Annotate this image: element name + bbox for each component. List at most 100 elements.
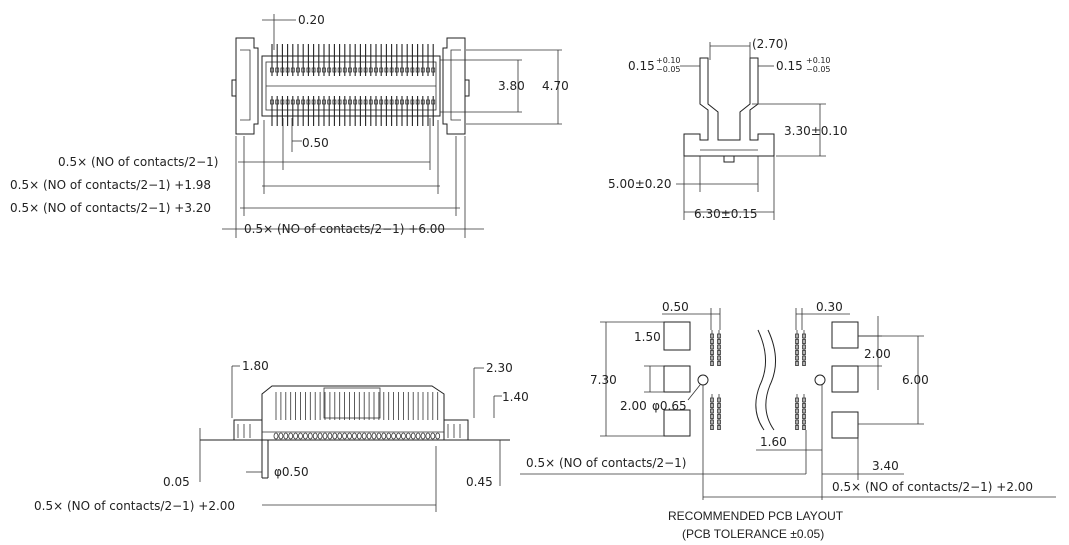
dim-pcb-200-right: 2.00: [864, 347, 891, 361]
front-pin-foot: [435, 432, 441, 440]
pcb-pad-right-bottom: [831, 411, 859, 439]
top-pin-contact-lower: [374, 99, 378, 105]
top-pin-contact-upper: [389, 67, 394, 73]
dim-pcb-phi065: φ0.65: [652, 399, 687, 413]
top-pin-contact-upper: [405, 67, 410, 73]
front-pin-foot: [400, 432, 406, 440]
dim-050: 0.50: [302, 136, 329, 150]
formula-2: 0.5× (NO of contacts/2−1) +1.98: [10, 178, 211, 192]
pcb-caption-title: RECOMMENDED PCB LAYOUT: [668, 509, 844, 523]
top-pin-contact-lower: [290, 99, 295, 105]
formula-1: 0.5× (NO of contacts/2−1): [58, 155, 218, 169]
pcb-hole-left: [697, 374, 709, 386]
top-pin-contact-upper: [275, 67, 280, 73]
front-pin-foot: [273, 432, 279, 440]
top-pin-contact-lower: [342, 99, 347, 105]
tol-right-minus: −0.05: [806, 65, 831, 74]
dim-180: 1.80: [242, 359, 269, 373]
front-pin-foot: [307, 432, 313, 440]
left-end-bracket: [235, 37, 259, 135]
front-pins: [273, 392, 441, 440]
dim-500: 5.00±0.20: [608, 177, 672, 191]
front-pin-foot: [420, 432, 426, 440]
top-pin-contact-lower: [420, 99, 425, 105]
dim-015-left: 0.15: [628, 59, 655, 73]
top-pin-contact-upper: [400, 67, 404, 73]
front-pin-foot: [347, 432, 352, 440]
top-pin-contact-lower: [363, 99, 368, 105]
leader-phi065: [687, 384, 701, 401]
top-pin-contact-upper: [415, 67, 420, 73]
dim-pcb-030: 0.30: [816, 300, 843, 314]
top-pin-contact-upper: [384, 67, 389, 73]
top-pin-contact-lower: [337, 99, 342, 105]
top-pin-contact-upper: [420, 67, 425, 73]
dim-015-right: 0.15: [776, 59, 803, 73]
front-pin-foot: [322, 432, 328, 440]
top-pin-contact-lower: [394, 99, 399, 105]
top-pin-contact-lower: [275, 99, 280, 105]
side-post: [723, 156, 735, 163]
top-pin-contact-upper: [374, 67, 378, 73]
top-pin-contact-upper: [290, 67, 295, 73]
right-bracket-inner: [450, 49, 461, 121]
front-pin-foot: [425, 432, 431, 440]
top-pin-contact-lower: [426, 99, 430, 105]
left-latch: [231, 79, 236, 97]
dim-140: 1.40: [502, 390, 529, 404]
front-pin-foot: [381, 432, 387, 440]
front-pin-foot: [376, 432, 382, 440]
dim-pcb-050: 0.50: [662, 300, 689, 314]
top-pin-contact-lower: [431, 99, 436, 105]
right-latch: [465, 79, 470, 97]
pcb-pad-left-mid: [663, 365, 691, 393]
top-pin-contact-upper: [306, 67, 311, 73]
top-view: 0.20 3.80 4.70 0.50 0.5× (NO of contacts…: [10, 13, 569, 238]
top-pins: [270, 44, 436, 126]
top-pin-contact-upper: [280, 67, 285, 73]
top-pin-contact-upper: [327, 67, 332, 73]
top-pin-contact-lower: [368, 99, 373, 105]
dim-470: 4.70: [542, 79, 569, 93]
top-pin-contact-lower: [415, 99, 420, 105]
pcb-hole-right: [814, 374, 826, 386]
top-pin-contact-upper: [379, 67, 384, 73]
front-pin-foot: [410, 432, 416, 440]
top-pin-contact-lower: [306, 99, 311, 105]
front-pin-foot: [327, 432, 333, 440]
front-pin-foot: [283, 432, 289, 440]
connector-body: [261, 55, 441, 117]
front-pin-foot: [356, 432, 362, 440]
top-pin-contact-lower: [280, 99, 285, 105]
dim-270: (2.70): [752, 37, 788, 51]
top-pin-contact-lower: [410, 99, 415, 105]
front-body: [261, 385, 445, 440]
top-pin-contact-upper: [426, 67, 430, 73]
top-pin-contact-upper: [270, 67, 274, 73]
top-pin-contact-upper: [322, 67, 326, 73]
front-pin-foot: [317, 432, 323, 440]
pcb-pad-right-top: [831, 321, 859, 349]
top-pin-contact-lower: [322, 99, 326, 105]
front-pin-foot: [298, 432, 303, 440]
dim-pcb-160: 1.60: [760, 435, 787, 449]
top-pin-contact-upper: [311, 67, 316, 73]
top-pin-contact-lower: [384, 99, 389, 105]
top-pin-contact-upper: [316, 67, 321, 73]
front-pin-foot: [415, 432, 421, 440]
dim-phi050: φ0.50: [274, 465, 309, 479]
dim-330: 3.30±0.10: [784, 124, 848, 138]
top-pin-contact-lower: [301, 99, 306, 105]
front-view: 1.80 2.30 1.40 0.05 φ0.50 0.45 0.5× (NO …: [34, 359, 529, 513]
top-pin-contact-upper: [431, 67, 436, 73]
front-center-block: [323, 387, 381, 419]
front-pin-foot: [366, 432, 372, 440]
break-line-2: [765, 329, 776, 431]
top-pin-contact-lower: [332, 99, 337, 105]
top-pin-contact-lower: [348, 99, 352, 105]
front-pin-foot: [278, 432, 284, 440]
formula-6: 0.5× (NO of contacts/2−1): [526, 456, 686, 470]
front-pin-foot: [293, 432, 299, 440]
top-pin-contact-upper: [342, 67, 347, 73]
